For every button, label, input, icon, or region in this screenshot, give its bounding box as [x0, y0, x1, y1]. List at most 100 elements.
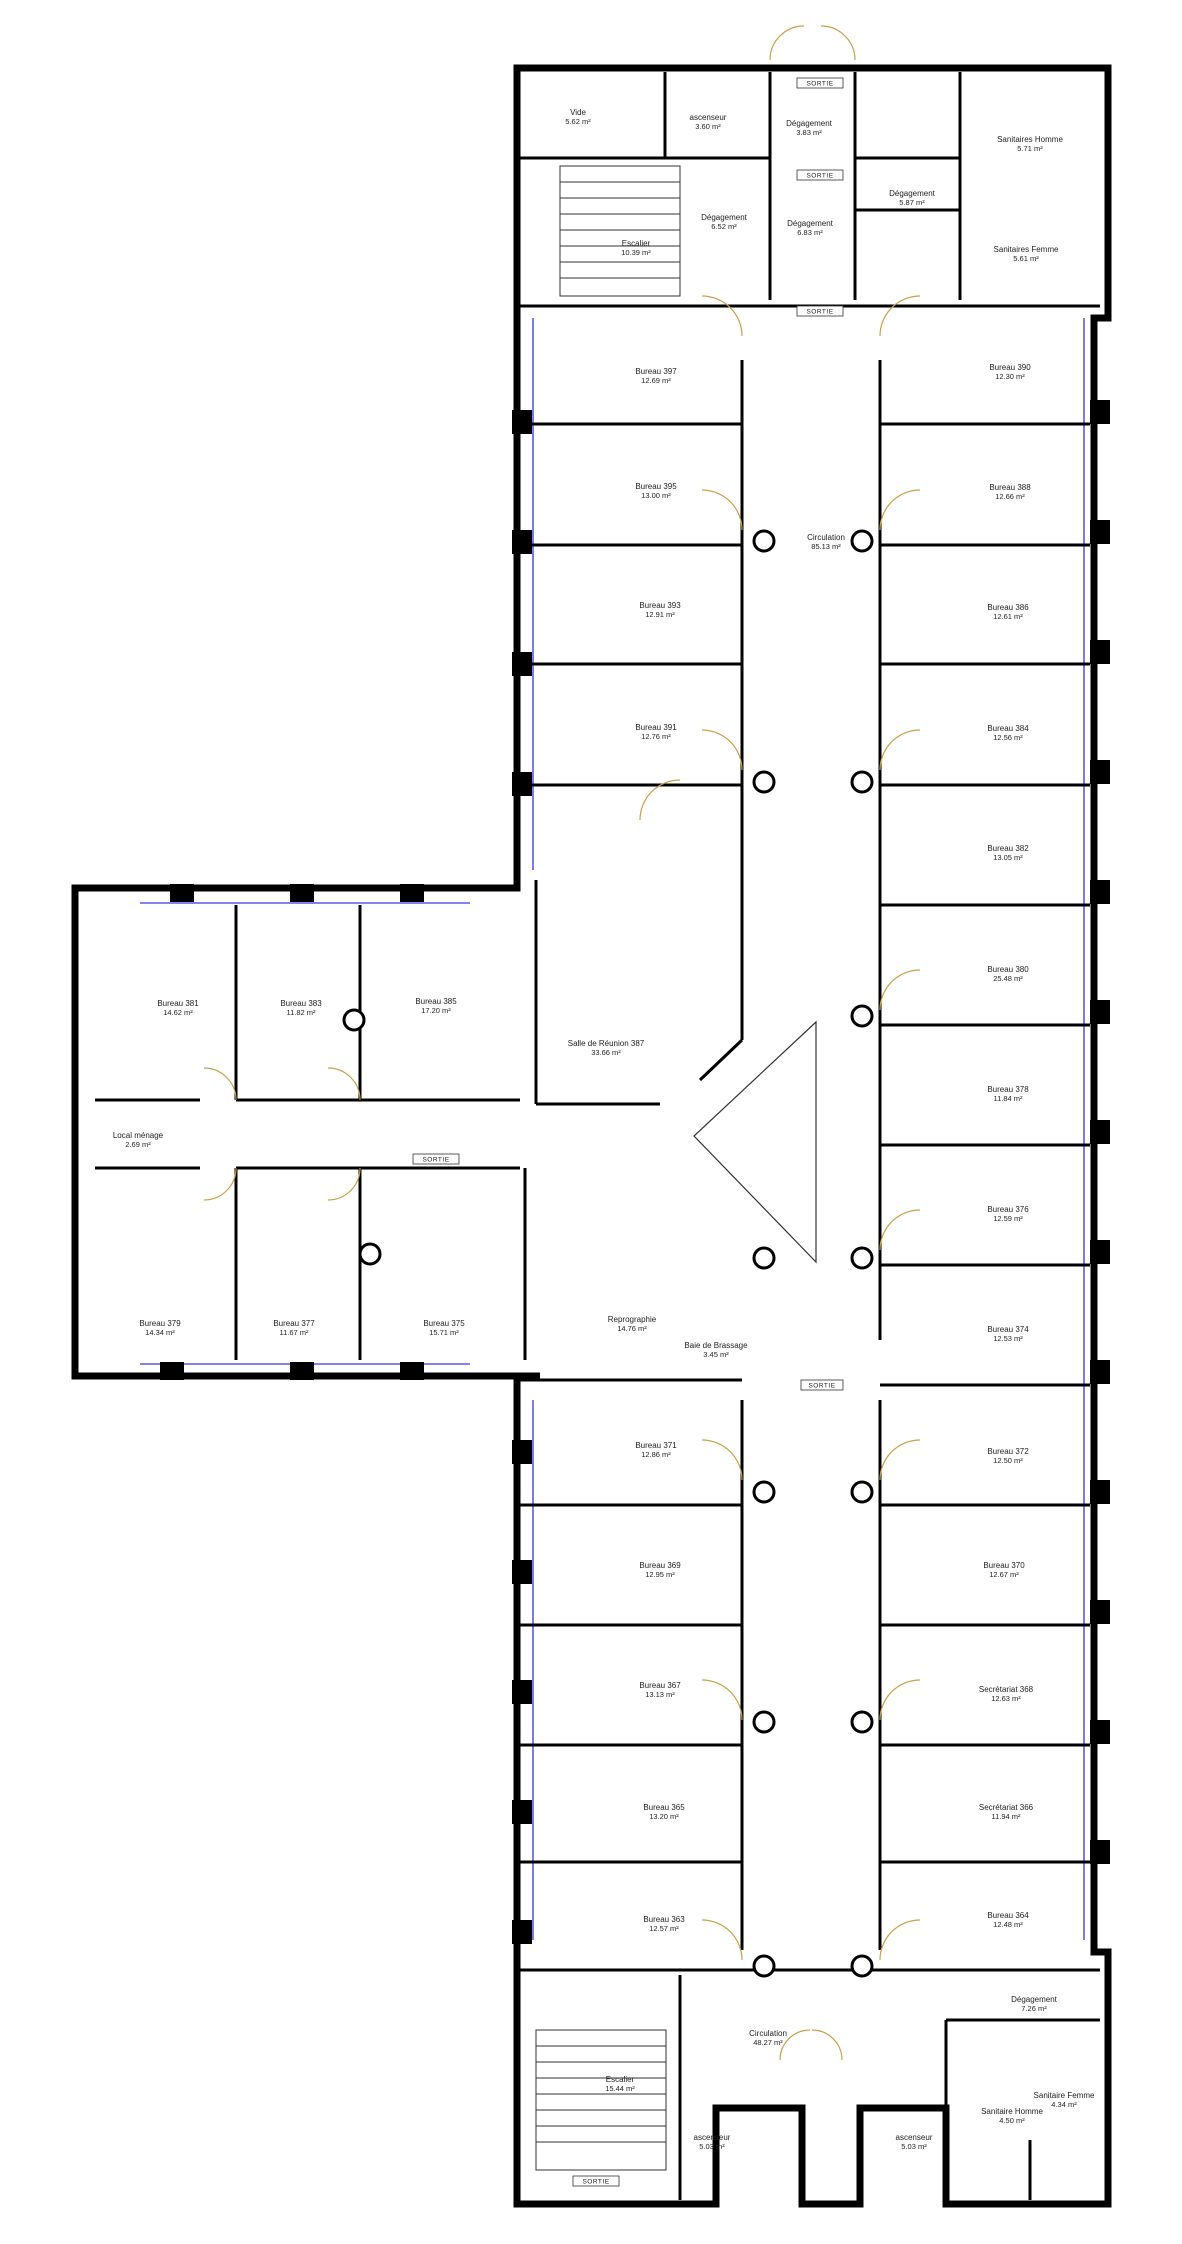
room-area: 5.03 m²: [901, 2142, 927, 2151]
exit-sign-2: SORTIE: [796, 169, 844, 181]
room-area: 5.03 m²: [699, 2142, 725, 2151]
room-name: Bureau 385: [415, 997, 457, 1006]
room-name: Bureau 397: [635, 367, 677, 376]
room-name: Sanitaires Homme: [997, 135, 1063, 144]
exit-sign-frame: [572, 2175, 620, 2187]
room-name: Bureau 363: [643, 1915, 685, 1924]
room-area: 15.71 m²: [429, 1328, 459, 1337]
room-name: Bureau 375: [423, 1319, 465, 1328]
room-area: 5.71 m²: [1017, 144, 1043, 153]
outer-walls: [71, 64, 1112, 2208]
room-name: Bureau 386: [987, 603, 1029, 612]
room-name: Secrétariat 368: [979, 1685, 1034, 1694]
exit-sign-1: SORTIE: [796, 77, 844, 89]
room-name: Bureau 395: [635, 482, 677, 491]
room-name: Bureau 390: [989, 363, 1031, 372]
exit-sign-frame: [796, 77, 844, 89]
room-area: 10.39 m²: [621, 248, 651, 257]
room-name: Bureau 369: [639, 1561, 681, 1570]
room-area: 13.00 m²: [641, 491, 671, 500]
corridor-columns: [342, 529, 874, 1978]
room-area: 12.59 m²: [993, 1214, 1023, 1223]
room-name: ascenseur: [694, 2133, 731, 2142]
room-name: Baie de Brassage: [684, 1341, 748, 1350]
room-area: 5.87 m²: [899, 198, 925, 207]
room-area: 15.44 m²: [605, 2084, 635, 2093]
room-name: Bureau 382: [987, 844, 1029, 853]
room-name: Bureau 367: [639, 1681, 681, 1690]
room-name: Bureau 376: [987, 1205, 1029, 1214]
room-area: 5.62 m²: [565, 117, 591, 126]
stairs-top: [559, 165, 681, 297]
exit-sign-text: SORTIE: [582, 2179, 609, 2186]
exit-sign-text: SORTIE: [806, 173, 833, 180]
room-name: Dégagement: [787, 219, 834, 228]
room-area: 85.13 m²: [811, 542, 841, 551]
room-area: 3.83 m²: [796, 128, 822, 137]
room-name: Escalier: [622, 239, 651, 248]
room-area: 12.66 m²: [995, 492, 1025, 501]
room-name: Bureau 377: [273, 1319, 315, 1328]
room-name: Bureau 374: [987, 1325, 1029, 1334]
room-name: Bureau 372: [987, 1447, 1029, 1456]
room-area: 48.27 m²: [753, 2038, 783, 2047]
room-area: 12.91 m²: [645, 610, 675, 619]
room-area: 12.48 m²: [993, 1920, 1023, 1929]
exit-sign-text: SORTIE: [808, 1383, 835, 1390]
room-area: 25.48 m²: [993, 974, 1023, 983]
room-area: 17.20 m²: [421, 1006, 451, 1015]
room-name: Reprographie: [608, 1315, 657, 1324]
room-area: 33.66 m²: [591, 1048, 621, 1057]
room-name: ascenseur: [690, 113, 727, 122]
room-name: Dégagement: [889, 189, 936, 198]
room-name: Secrétariat 366: [979, 1803, 1034, 1812]
doors: [203, 25, 921, 2061]
room-area: 12.56 m²: [993, 733, 1023, 742]
room-area: 11.94 m²: [991, 1812, 1021, 1821]
room-area: 12.53 m²: [993, 1334, 1023, 1343]
room-area: 11.82 m²: [286, 1008, 316, 1017]
exit-sign-text: SORTIE: [806, 81, 833, 88]
room-area: 12.95 m²: [645, 1570, 675, 1579]
room-area: 12.63 m²: [991, 1694, 1021, 1703]
room-area: 4.34 m²: [1051, 2100, 1077, 2109]
room-name: Sanitaire Homme: [981, 2107, 1043, 2116]
room-name: Bureau 370: [983, 1561, 1025, 1570]
room-name: Bureau 393: [639, 601, 681, 610]
stairs-bottom: [535, 2029, 667, 2171]
room-name: Bureau 381: [157, 999, 199, 1008]
room-area: 12.76 m²: [641, 732, 671, 741]
